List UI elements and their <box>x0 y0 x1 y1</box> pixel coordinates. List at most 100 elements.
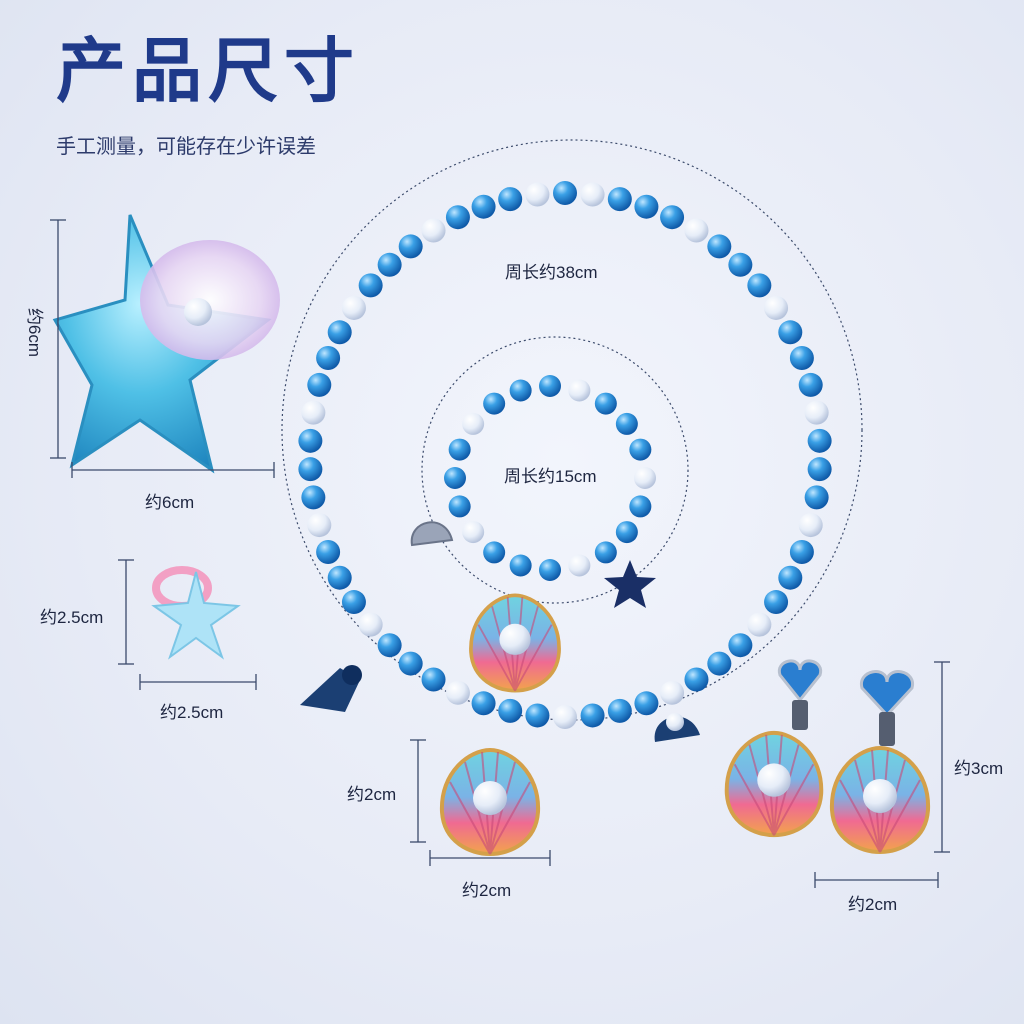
bead <box>298 428 323 453</box>
bead <box>341 590 366 615</box>
bead <box>728 252 753 277</box>
bead <box>807 428 832 453</box>
bead <box>778 565 803 590</box>
hairclip-width-label: 约6cm <box>145 493 195 512</box>
bead <box>509 379 532 402</box>
earring-width-label: 约2cm <box>848 895 898 914</box>
pendant-height-label: 约2cm <box>347 785 397 804</box>
page-title: 产品尺寸 <box>56 32 360 110</box>
bead <box>307 372 332 397</box>
bead <box>580 182 605 207</box>
bead <box>398 234 423 259</box>
bead <box>553 181 577 205</box>
bracelet-circumference-label: 周长约15cm <box>504 467 597 486</box>
bead <box>448 438 471 461</box>
navy-star-charm <box>604 560 656 608</box>
bead <box>607 698 632 723</box>
starfish-hairclip <box>52 214 280 474</box>
bead <box>327 565 352 590</box>
starfish-ring <box>151 566 241 660</box>
bead <box>580 703 605 728</box>
bead <box>483 392 506 415</box>
bead <box>607 187 632 212</box>
bead <box>462 521 485 544</box>
bead <box>316 539 341 564</box>
bead <box>525 182 550 207</box>
bead <box>298 457 323 482</box>
bead <box>462 412 485 435</box>
bead <box>307 513 332 538</box>
bead <box>594 392 617 415</box>
bead <box>634 194 659 219</box>
necklace-shell-pendant <box>439 748 541 856</box>
earring-right <box>829 670 931 854</box>
bead <box>660 205 685 230</box>
bead <box>728 633 753 658</box>
bead <box>747 612 772 637</box>
bead <box>634 467 656 489</box>
bead <box>747 273 772 298</box>
bracelet-shell-charm <box>469 593 561 693</box>
bead <box>341 295 366 320</box>
bead <box>327 320 352 345</box>
bracelet-dotted-arc <box>421 336 689 604</box>
bead <box>568 554 591 577</box>
bead <box>539 559 561 581</box>
necklace-beads <box>298 181 832 729</box>
bead <box>498 698 523 723</box>
dimension-lines <box>50 219 950 888</box>
bead <box>789 539 814 564</box>
bead <box>615 521 638 544</box>
bead <box>660 680 685 705</box>
bracelet-beads <box>444 375 656 581</box>
bead <box>471 194 496 219</box>
bead <box>804 400 829 425</box>
ring-height-label: 约2.5cm <box>40 608 104 627</box>
bead <box>798 513 823 538</box>
bead <box>377 633 402 658</box>
conch-charm <box>300 665 362 712</box>
bead <box>398 651 423 676</box>
bead <box>525 703 550 728</box>
bead <box>764 295 789 320</box>
bead <box>684 218 709 243</box>
bead <box>615 412 638 435</box>
bead <box>684 667 709 692</box>
pendant-width-label: 约2cm <box>462 881 512 900</box>
bead <box>498 187 523 212</box>
bead <box>421 218 446 243</box>
bead <box>301 485 326 510</box>
bead <box>301 400 326 425</box>
bead <box>634 691 659 716</box>
page-subtitle: 手工测量，可能存在少许误差 <box>56 136 316 158</box>
bead <box>594 541 617 564</box>
bead <box>358 273 383 298</box>
bead <box>448 495 471 518</box>
ring-width-label: 约2.5cm <box>160 703 224 722</box>
bead <box>316 346 341 371</box>
bead <box>421 667 446 692</box>
bead <box>358 612 383 637</box>
bead <box>471 691 496 716</box>
bead <box>553 705 577 729</box>
bead <box>707 651 732 676</box>
bead <box>509 554 532 577</box>
pearl-shell-charm <box>654 713 700 742</box>
bead <box>444 467 466 489</box>
bead <box>764 590 789 615</box>
silver-shell-charm <box>410 521 454 547</box>
bead <box>807 457 832 482</box>
bead <box>377 252 402 277</box>
hairclip-height-label: 约6cm <box>25 307 45 358</box>
bead <box>629 438 652 461</box>
bead <box>445 205 470 230</box>
bead <box>789 346 814 371</box>
bead <box>568 379 591 402</box>
bead <box>483 541 506 564</box>
bead <box>804 485 829 510</box>
bead <box>629 495 652 518</box>
bead <box>539 375 561 397</box>
bead <box>445 680 470 705</box>
earring-left <box>724 659 824 838</box>
